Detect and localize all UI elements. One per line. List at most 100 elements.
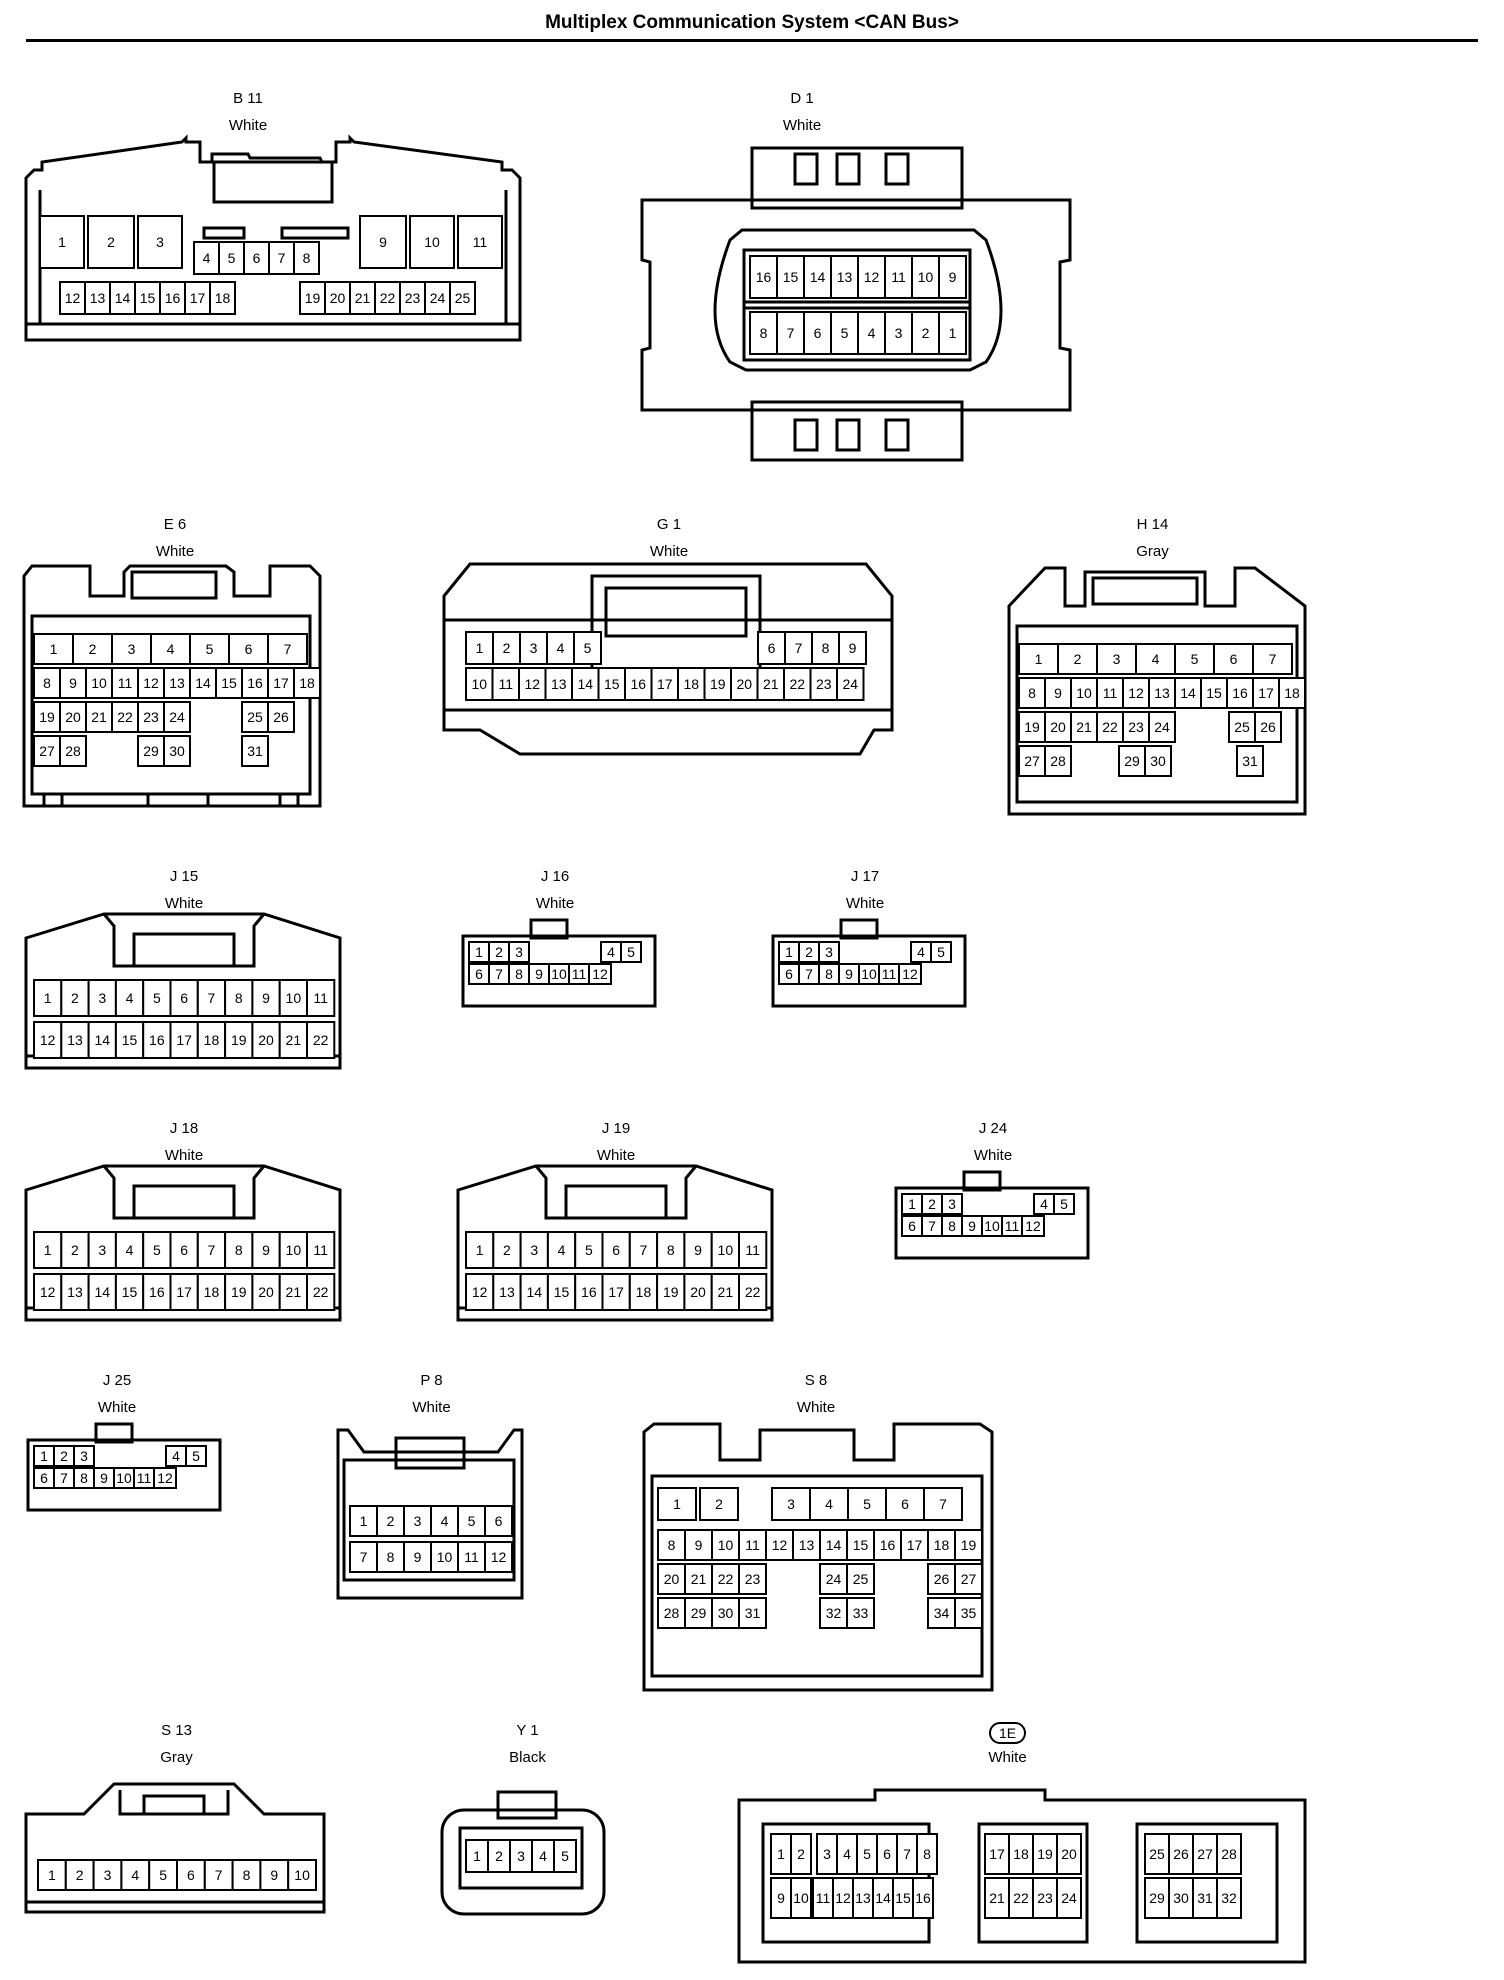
connector-color: White [412, 1399, 451, 1416]
pin-number: 11 [572, 966, 587, 982]
pin-cell [457, 215, 503, 269]
pin-number: 4 [441, 1513, 449, 1529]
pin-cell [776, 255, 805, 299]
pin-cell [306, 1231, 336, 1269]
pin-cell [1200, 677, 1228, 709]
pin-number: 5 [627, 944, 635, 960]
pin-number: 9 [100, 1470, 108, 1486]
pin-number: 13 [551, 676, 567, 692]
pin-number: 2 [495, 1848, 503, 1864]
pin-number: 4 [558, 1242, 566, 1258]
pin-number: 4 [203, 250, 211, 266]
pin-number: 11 [1103, 685, 1118, 701]
pin-number: 17 [907, 1537, 923, 1553]
pin-number: 7 [640, 1242, 648, 1258]
pin-cell [491, 667, 520, 701]
pin-number: 11 [313, 990, 328, 1006]
pin-number: 13 [1154, 685, 1170, 701]
pin-number: 9 [949, 269, 957, 285]
pin-number: 18 [204, 1032, 220, 1048]
pin-number: 15 [122, 1032, 138, 1048]
pin-cell [519, 631, 548, 665]
pin-number: 22 [1102, 719, 1118, 735]
pin-number: 7 [787, 325, 795, 341]
pin-number: 19 [710, 676, 726, 692]
pin-cell [142, 1021, 172, 1059]
connector-id: J 15 [169, 868, 199, 885]
pin-number: 19 [231, 1284, 247, 1300]
pin-cell [111, 667, 139, 699]
pin-number: 14 [526, 1284, 542, 1300]
pin-number: 11 [1005, 1218, 1020, 1234]
pin-number: 7 [284, 641, 292, 657]
pin-number: 14 [1180, 685, 1196, 701]
pin-cell [349, 1541, 378, 1573]
pin-number: 4 [557, 640, 565, 656]
pin-cell [87, 215, 135, 269]
pin-cell [1056, 1877, 1082, 1919]
pin-number: 3 [80, 1448, 88, 1464]
pin-number: 16 [581, 1284, 597, 1300]
pin-number: 3 [787, 1496, 795, 1512]
pin-number: 8 [235, 990, 243, 1006]
pin-number: 17 [657, 676, 673, 692]
pin-cell [137, 667, 165, 699]
pin-cell [809, 1487, 849, 1521]
pin-cell [803, 311, 832, 355]
pin-number: 8 [923, 1846, 931, 1862]
pin-number: 1 [44, 1242, 52, 1258]
pin-number: 6 [495, 1513, 503, 1529]
pin-cell [684, 1529, 713, 1561]
pin-number: 19 [1037, 1846, 1053, 1862]
connector-color: Gray [1136, 543, 1169, 560]
pin-cell [92, 1859, 123, 1891]
pin-cell [677, 667, 706, 701]
pin-number: 17 [176, 1032, 192, 1048]
pin-number: 8 [668, 1537, 676, 1553]
pin-number: 1 [475, 944, 483, 960]
pin-cell [711, 1529, 740, 1561]
pin-number: 2 [805, 944, 813, 960]
pin-cell [87, 1231, 117, 1269]
pin-number: 11 [473, 234, 488, 250]
pin-number: 1 [1035, 651, 1043, 667]
pin-number: 4 [539, 1848, 547, 1864]
pin-number: 5 [584, 640, 592, 656]
pin-number: 18 [934, 1537, 950, 1553]
pin-cell [196, 979, 227, 1017]
pin-cell [790, 1833, 812, 1875]
pin-cell [1144, 1833, 1170, 1875]
pin-cell [1252, 643, 1293, 675]
pin-number: 10 [471, 676, 487, 692]
pin-number: 18 [299, 675, 315, 691]
pin-number: 26 [934, 1571, 950, 1587]
pin-cell [163, 735, 191, 767]
pin-number: 10 [1076, 685, 1092, 701]
pin-number: 17 [989, 1846, 1005, 1862]
connector-id: J 25 [102, 1372, 132, 1389]
connector-id: S 8 [804, 1372, 828, 1389]
pin-cell [771, 1487, 811, 1521]
connector-id: B 11 [233, 90, 263, 107]
pin-number: 1 [58, 234, 66, 250]
pin-number: 13 [67, 1284, 83, 1300]
pin-number: 8 [243, 1867, 251, 1883]
pin-number: 8 [43, 675, 51, 691]
pin-cell [683, 1273, 713, 1311]
connector-id: H 14 [1136, 516, 1169, 533]
pin-number: 30 [1150, 753, 1166, 769]
pin-number: 2 [89, 641, 97, 657]
pin-number: 12 [772, 1537, 788, 1553]
pin-number: 4 [843, 1846, 851, 1862]
pin-number: 6 [245, 641, 253, 657]
pin-number: 17 [176, 1284, 192, 1300]
pin-number: 11 [745, 1537, 760, 1553]
pin-cell [588, 963, 612, 985]
pin-number: 22 [745, 1284, 761, 1300]
